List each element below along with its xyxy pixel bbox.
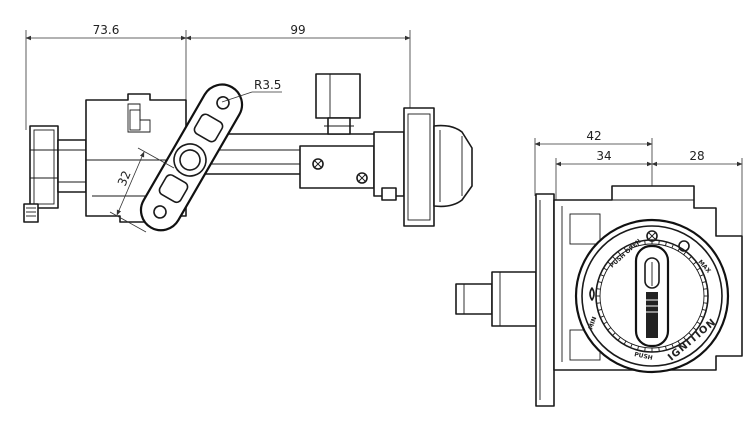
dial-knob[interactable] [634,244,670,348]
grip-tooth [683,251,687,256]
knob-grip-teeth [596,240,708,352]
off-symbol-icon [646,230,658,242]
dim-73-6-label: 73.6 [93,23,120,37]
grip-tooth [683,336,687,341]
grip-tooth [665,241,667,246]
grip-tooth [617,336,621,341]
grip-tooth [699,315,704,318]
grip-tooth [637,241,639,246]
grip-tooth [597,281,602,283]
grip-tooth [600,274,605,277]
grip-tooth [637,346,639,351]
grip-tooth [600,315,605,318]
grip-tooth [596,288,601,290]
dim-99-label: 99 [290,23,305,37]
radius-callout: R3.5 [221,78,282,103]
grip-tooth [607,261,612,265]
grip-tooth [596,302,601,304]
grip-tooth [612,332,616,336]
grip-tooth [699,274,704,277]
grip-tooth [688,332,692,336]
grip-tooth [623,247,627,252]
grip-tooth [607,327,612,331]
grip-tooth [612,256,616,260]
grip-tooth [692,261,697,265]
grip-tooth [688,256,692,260]
grip-tooth [702,281,707,283]
grip-tooth [603,267,608,271]
grip-tooth [623,340,627,345]
grip-tooth [644,347,646,352]
grip-tooth [677,340,681,345]
grip-tooth [644,240,646,245]
front-view: 42 34 28 [455,129,743,407]
grip-tooth [597,309,602,311]
thermocouple-block [315,73,361,135]
indicator-dot-icon [678,240,690,252]
side-view: 73.6 99 [23,23,473,233]
grip-tooth [696,267,701,271]
grip-tooth [671,244,674,249]
hole-spacing-dimension: 32 [109,147,175,233]
grip-tooth [630,343,633,348]
grip-tooth [671,343,674,348]
flame-small-icon [589,287,595,301]
front-shaft-stub [455,271,537,327]
grip-tooth [630,244,633,249]
grip-tooth [665,346,667,351]
grip-tooth [658,240,660,245]
dim-28-label: 28 [689,149,704,163]
grip-tooth [696,321,701,325]
knob-flange [403,107,473,227]
grip-tooth [703,288,708,290]
side-dimension-top: 73.6 99 [25,23,411,130]
grip-tooth [603,321,608,325]
dial-label-push: PUSH [634,351,654,362]
dim-r3-5-label: R3.5 [254,78,281,92]
dim-32-label: 32 [115,169,134,189]
grip-tooth [702,309,707,311]
dial-label-off: OFF [658,223,671,230]
mounting-bracket [139,83,244,232]
grip-tooth [692,327,697,331]
dim-42-label: 42 [586,129,601,143]
dial-label-min: MIN [587,316,598,331]
dim-34-label: 34 [596,149,611,163]
connector-plug [23,125,87,223]
grip-tooth [658,347,660,352]
grip-tooth [617,251,621,256]
grip-tooth [703,302,708,304]
front-dimension-top: 42 34 28 [534,129,743,236]
